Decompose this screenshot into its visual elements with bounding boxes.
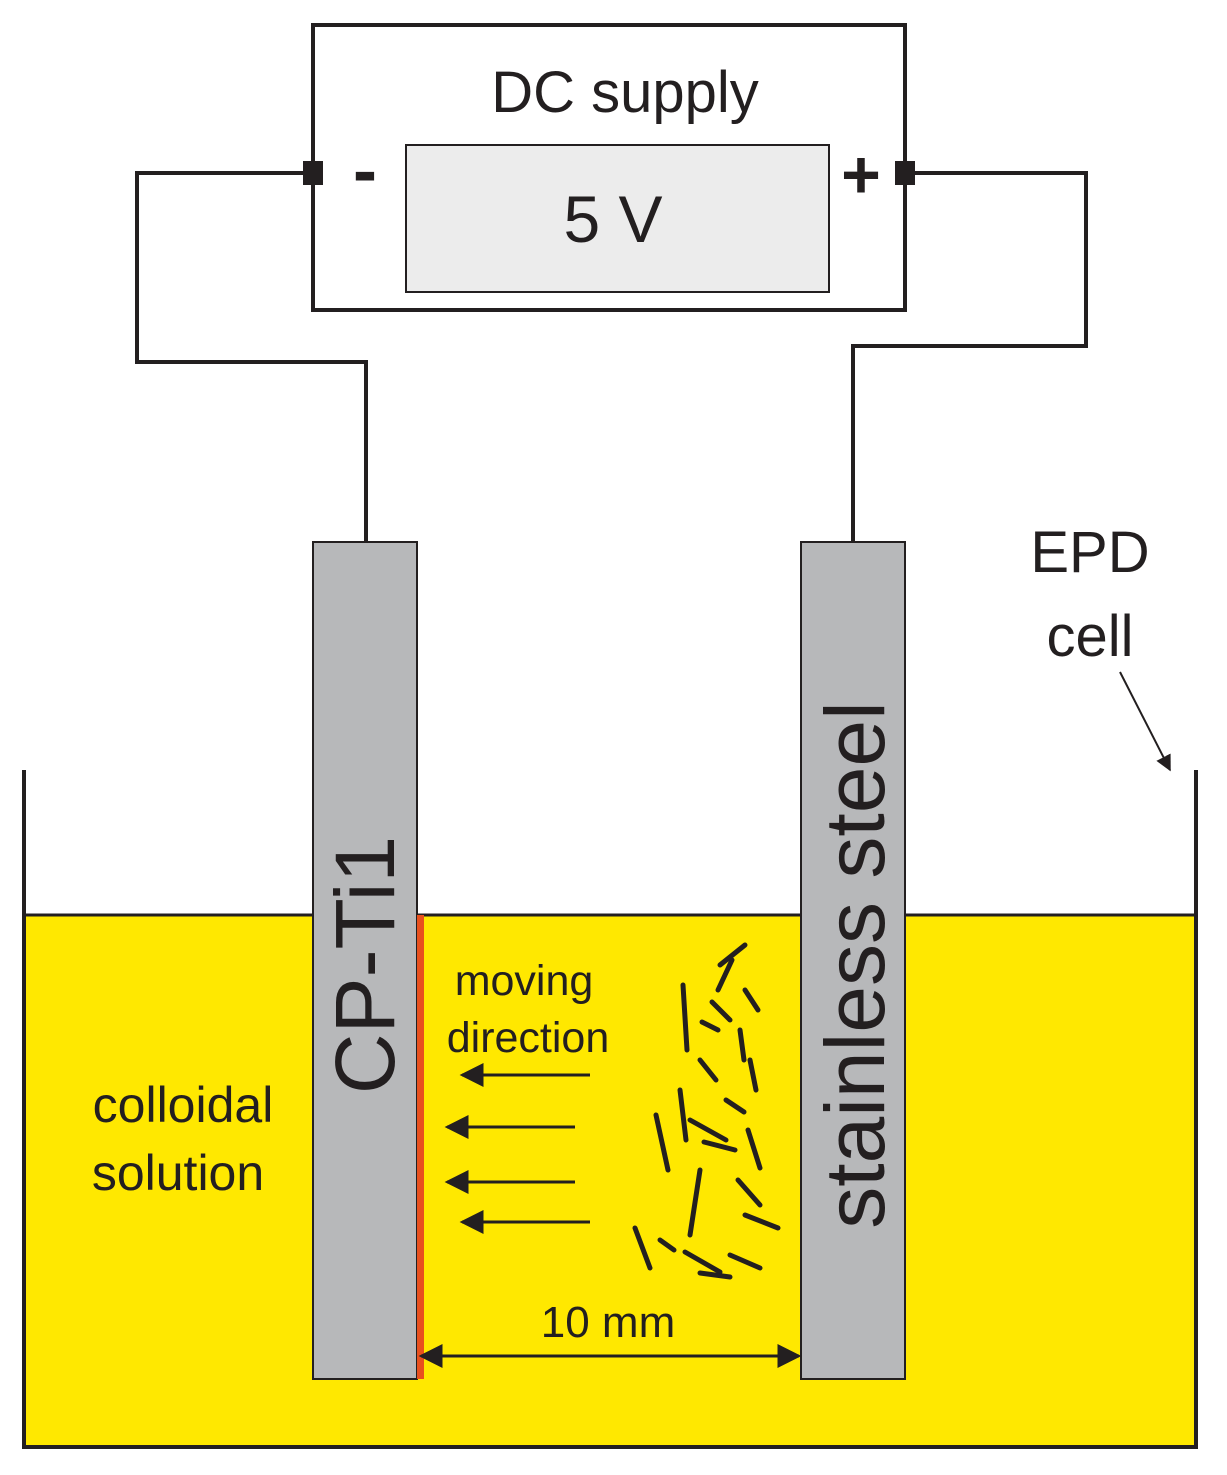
cell-pointer-arrow	[1119, 671, 1171, 772]
supply-title: DC supply	[491, 60, 759, 125]
direction-label-line2: direction	[447, 1014, 610, 1062]
stainless-steel-electrode	[800, 541, 906, 1380]
solution-label-line1: colloidal	[93, 1077, 274, 1133]
negative-wire	[135, 171, 368, 542]
plus-sign: +	[841, 137, 881, 213]
left-electrode-label: CP-Ti1	[318, 836, 412, 1094]
epd-cell-container	[22, 770, 1198, 1449]
cell-label-line2: cell	[1046, 604, 1133, 669]
minus-sign: -	[353, 131, 377, 211]
particles	[632, 942, 781, 1280]
voltage-display	[405, 144, 830, 293]
deposit-layer	[417, 915, 424, 1379]
cell-label-line1: EPD	[1030, 520, 1149, 585]
cp-ti1-electrode	[312, 541, 418, 1380]
positive-terminal	[895, 161, 915, 185]
gap-label: 10 mm	[541, 1298, 675, 1347]
positive-wire	[851, 171, 1088, 542]
solution-label-line2: solution	[92, 1145, 264, 1201]
voltage-value: 5 V	[563, 182, 662, 256]
direction-label-line1: moving	[455, 957, 594, 1005]
right-electrode-label: stainless steel	[808, 701, 902, 1229]
negative-terminal	[303, 161, 323, 185]
